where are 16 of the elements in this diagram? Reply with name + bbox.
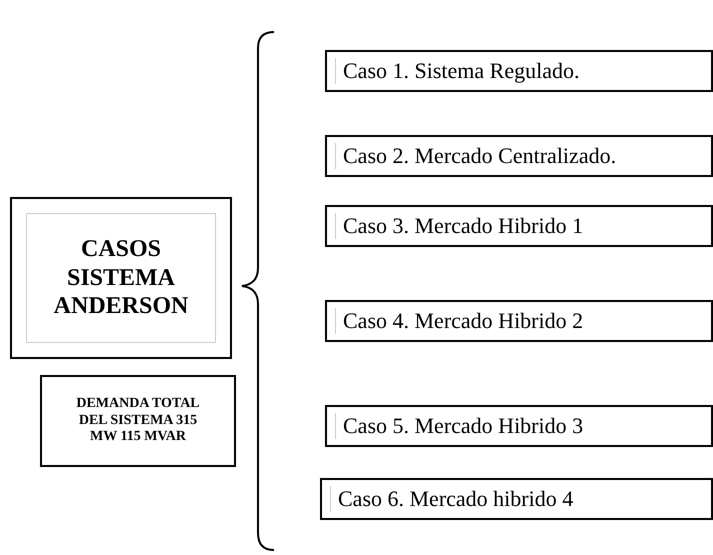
case-box [325,205,713,247]
case-label: Caso 1. Sistema Regulado. [343,58,580,84]
case-label: Caso 4. Mercado Hibrido 2 [343,308,584,334]
case-box [325,405,713,447]
case-label: Caso 2. Mercado Centralizado. [343,143,616,169]
case-box [325,300,713,342]
case-label: Caso 6. Mercado hibrido 4 [338,486,574,512]
info-box [40,375,236,467]
title-box [10,197,232,359]
case-box [325,135,713,177]
case-box [325,50,713,92]
case-label: Caso 5. Mercado Hibrido 3 [343,413,584,439]
case-label: Caso 3. Mercado Hibrido 1 [343,213,584,239]
title-text: CASOS SISTEMA ANDERSON [52,234,190,322]
case-box [320,478,713,520]
demand-note: DEMANDA TOTAL DEL SISTEMA 315 MW 115 MVAR [75,396,201,446]
